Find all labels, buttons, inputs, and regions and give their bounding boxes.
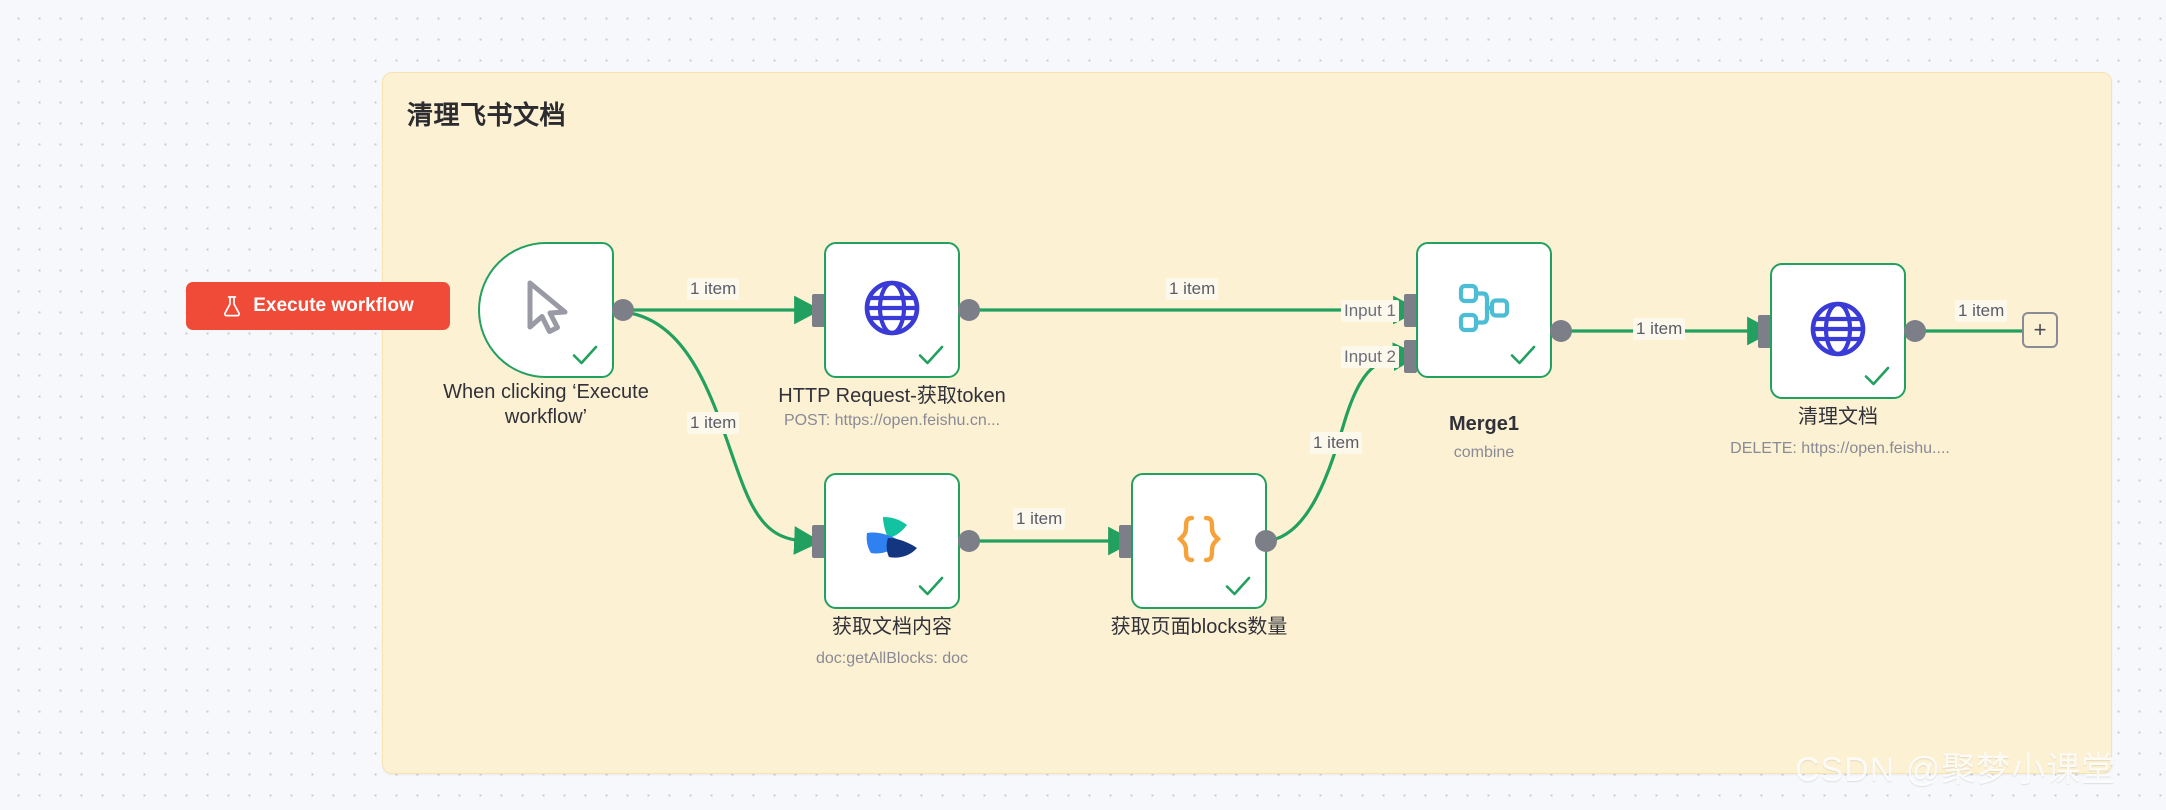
edge-label-trigger-to-feishu-doc: 1 item — [687, 412, 740, 434]
http-token-output-port[interactable] — [958, 299, 980, 321]
node-trigger-label: When clicking ‘Execute workflow’ — [443, 381, 649, 428]
http-delete-output-port[interactable] — [1904, 320, 1926, 342]
code-blocks-input-port[interactable] — [1119, 525, 1132, 558]
node-feishu-doc-label: 获取文档内容 — [832, 616, 952, 638]
mouse-pointer-icon — [518, 277, 574, 344]
node-code-blocks-label: 获取页面blocks数量 — [1110, 616, 1288, 638]
node-http-delete-subtitle: DELETE: https://open.feishu.... — [1730, 440, 1950, 457]
merge-input-1-label: Input 1 — [1341, 300, 1399, 322]
flask-icon — [222, 295, 242, 317]
code-braces-icon — [1170, 510, 1228, 573]
node-http-token[interactable] — [824, 242, 960, 378]
edge-label-feishu-doc-to-code: 1 item — [1013, 508, 1066, 530]
merge1-output-port[interactable] — [1550, 320, 1572, 342]
node-success-check-icon — [916, 340, 946, 370]
feishu-icon — [861, 513, 923, 570]
node-success-check-icon — [1508, 340, 1538, 370]
node-success-check-icon — [570, 340, 600, 370]
http-token-input-port[interactable] — [812, 294, 825, 327]
edge-label-http-token-to-merge: 1 item — [1166, 278, 1219, 300]
node-success-check-icon — [1223, 571, 1253, 601]
edge-label-merge-to-http-delete: 1 item — [1633, 318, 1686, 340]
edge-label-trigger-to-http-token: 1 item — [687, 278, 740, 300]
node-success-check-icon — [916, 571, 946, 601]
execute-workflow-label: Execute workflow — [253, 295, 414, 316]
node-merge1[interactable] — [1416, 242, 1552, 378]
http-delete-input-port[interactable] — [1758, 315, 1771, 348]
feishu-doc-input-port[interactable] — [812, 525, 825, 558]
node-success-check-icon — [1862, 361, 1892, 391]
node-http-token-label: HTTP Request-获取token — [778, 385, 1006, 407]
node-feishu-doc[interactable] — [824, 473, 960, 609]
node-merge1-label: Merge1 — [1448, 413, 1520, 435]
merge-input-2-label: Input 2 — [1341, 346, 1399, 368]
sticky-note-title: 清理飞书文档 — [407, 100, 567, 130]
node-trigger[interactable] — [478, 242, 614, 378]
merge-icon — [1453, 280, 1515, 341]
globe-icon — [860, 276, 924, 345]
node-feishu-doc-subtitle: doc:getAllBlocks: doc — [815, 650, 969, 667]
node-http-delete[interactable] — [1770, 263, 1906, 399]
code-blocks-output-port[interactable] — [1255, 530, 1277, 552]
merge-input-1-port[interactable] — [1404, 294, 1417, 327]
trigger-output-port[interactable] — [612, 299, 634, 321]
node-http-token-subtitle: POST: https://open.feishu.cn... — [783, 412, 1001, 429]
merge-input-2-port[interactable] — [1404, 340, 1417, 373]
feishu-doc-output-port[interactable] — [958, 530, 980, 552]
node-merge1-subtitle: combine — [1453, 444, 1515, 461]
globe-icon — [1806, 297, 1870, 366]
node-http-delete-label: 清理文档 — [1798, 406, 1878, 428]
plus-icon: + — [2033, 317, 2047, 342]
edge-label-http-delete-to-plus: 1 item — [1955, 300, 2008, 322]
execute-workflow-button[interactable]: Execute workflow — [186, 282, 450, 330]
edge-label-code-to-merge: 1 item — [1310, 432, 1363, 454]
add-node-button[interactable]: + — [2022, 312, 2058, 348]
node-code-blocks[interactable] — [1131, 473, 1267, 609]
